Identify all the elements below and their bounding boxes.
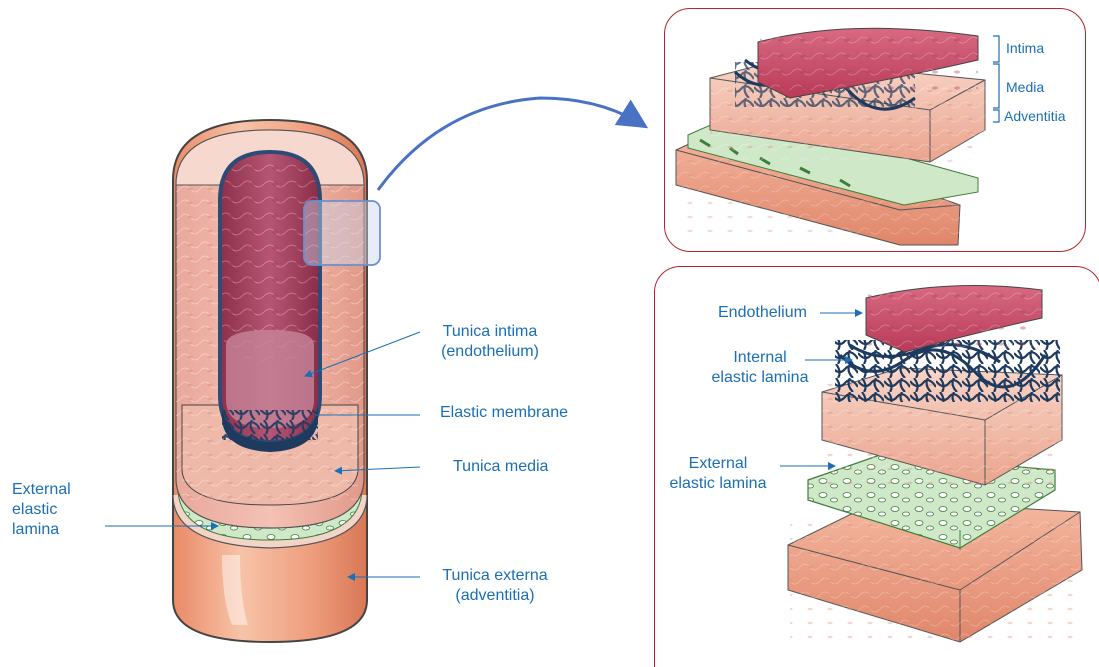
label-elastic-membrane: Elastic membrane bbox=[440, 403, 568, 423]
label-external-elastic-lamina-panel: External elastic lamina bbox=[652, 454, 784, 494]
label-iel-line2: elastic lamina bbox=[690, 368, 830, 388]
label-media: Media bbox=[1006, 78, 1044, 96]
label-iel-line1: Internal bbox=[690, 348, 830, 368]
label-eel-line3: lamina bbox=[12, 520, 102, 540]
label-eel-panel-line2: elastic lamina bbox=[652, 474, 784, 494]
label-tunica-media: Tunica media bbox=[453, 457, 548, 477]
label-tunica-intima: Tunica intima (endothelium) bbox=[415, 322, 565, 362]
label-tunica-intima-line2: (endothelium) bbox=[415, 342, 565, 362]
zoom-arrow bbox=[378, 98, 643, 190]
label-eel-line1: External bbox=[12, 480, 102, 500]
label-tunica-externa-line1: Tunica externa bbox=[425, 566, 565, 586]
label-intima: Intima bbox=[1006, 39, 1044, 57]
zoom-box bbox=[304, 201, 380, 265]
label-tunica-externa: Tunica externa (adventitia) bbox=[425, 566, 565, 606]
label-internal-elastic-lamina: Internal elastic lamina bbox=[690, 348, 830, 388]
label-endothelium: Endothelium bbox=[718, 303, 807, 323]
label-eel-panel-line1: External bbox=[652, 454, 784, 474]
vessel-illustration bbox=[173, 120, 380, 642]
label-adventitia: Adventitia bbox=[1004, 107, 1065, 125]
label-eel-line2: elastic bbox=[12, 500, 102, 520]
label-tunica-externa-line2: (adventitia) bbox=[425, 586, 565, 606]
label-external-elastic-lamina: External elastic lamina bbox=[12, 480, 102, 540]
label-tunica-intima-line1: Tunica intima bbox=[415, 322, 565, 342]
